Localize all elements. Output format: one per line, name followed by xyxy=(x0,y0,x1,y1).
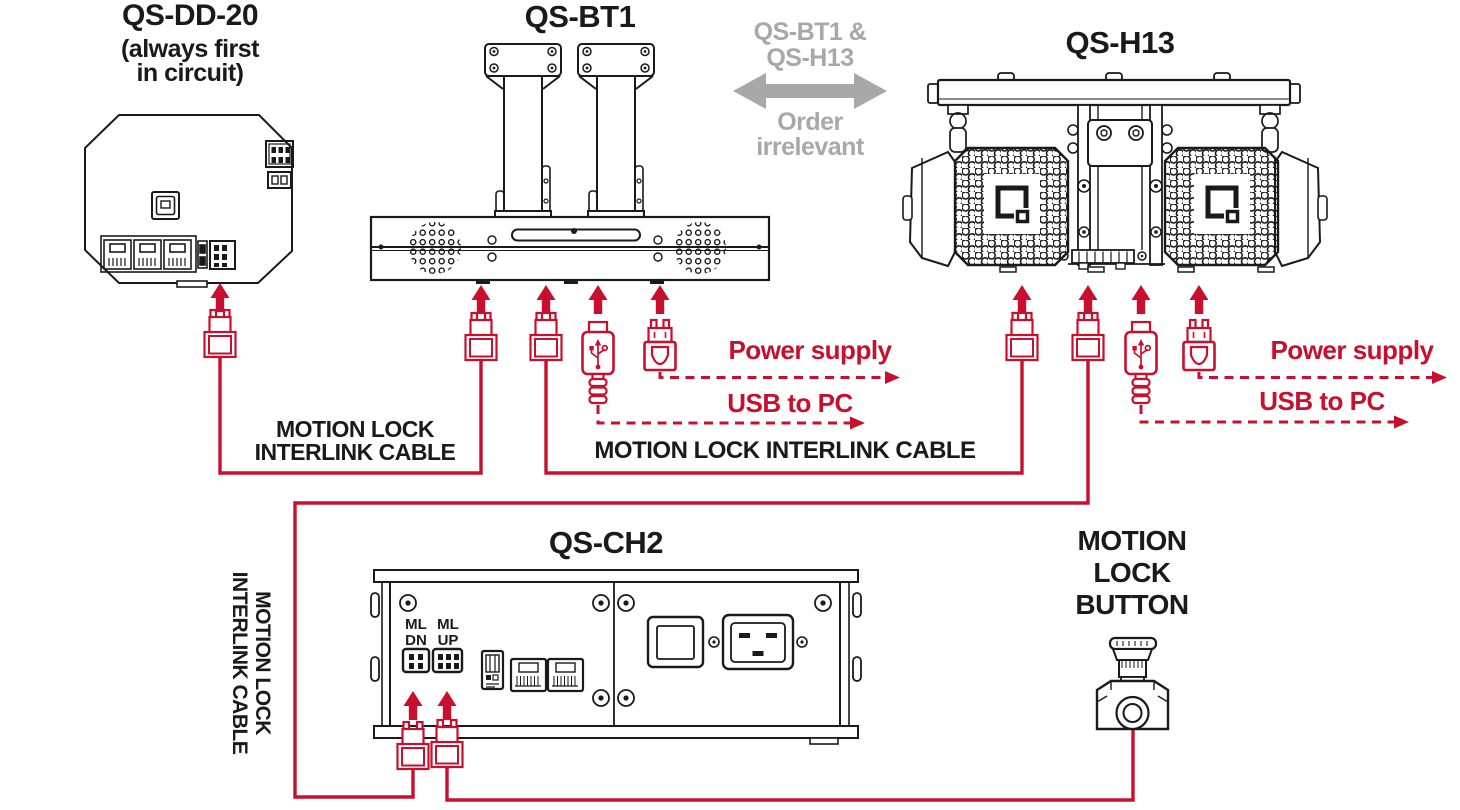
estop-button-illustration xyxy=(1095,636,1170,731)
qs-h13-illustration xyxy=(902,72,1328,273)
qs-bt1-title: QS-BT1 xyxy=(524,0,636,34)
h13-feet xyxy=(999,266,1275,273)
power-plug-icon xyxy=(1182,318,1216,372)
usb-to-pc-label-right: USB to PC xyxy=(1259,386,1385,416)
bt1-pillar-right xyxy=(577,43,655,218)
qs-ch2-illustration xyxy=(370,569,862,745)
qs-dd-20-subtitle-line1: (always first xyxy=(120,35,260,63)
brand-logo xyxy=(1205,185,1239,219)
dashed-arrows xyxy=(596,372,1433,425)
ch2-screws xyxy=(399,594,832,707)
ch2-face xyxy=(389,581,841,727)
pin-connector-bottom xyxy=(209,240,236,270)
rj45-jacks xyxy=(509,657,585,693)
bt1-vent-left xyxy=(409,222,461,274)
rj-plug-icon xyxy=(203,308,237,359)
iec-inlet xyxy=(708,613,808,671)
dd20-body xyxy=(84,114,293,284)
motion-lock-button-title-line3: BUTTON xyxy=(1075,589,1189,620)
usb-to-pc-label-left: USB to PC xyxy=(727,388,853,418)
pin-connector-topright xyxy=(265,140,294,168)
h13-wing-right xyxy=(1274,150,1328,268)
bt1-vent-right xyxy=(674,222,726,274)
order-note-line4: irrelevant xyxy=(756,133,864,161)
usb-b-port xyxy=(151,191,180,220)
motion-lock-button-title-line2: LOCK xyxy=(1093,557,1171,588)
power-supply-dashed-left xyxy=(658,372,886,379)
h13-corner-mount-left xyxy=(947,104,969,153)
order-note-line1: QS-BT1 & xyxy=(753,18,867,46)
interlink-cable-label-vertical-line1: MOTION LOCK xyxy=(251,591,274,735)
interlink-cable-h13-ch2 xyxy=(293,350,1090,799)
interlink-cable-dd20-bt1 xyxy=(218,350,483,475)
qs-ch2-title: QS-CH2 xyxy=(548,525,664,560)
h13-grille-left xyxy=(953,146,1070,267)
ml-up-connector xyxy=(431,647,464,674)
up-arrow-icon xyxy=(1189,285,1209,314)
order-note-line2: QS-H13 xyxy=(766,44,854,72)
rj-plug-icon xyxy=(1005,311,1039,362)
h13-grille-right xyxy=(1163,146,1280,267)
ml-up-label-line1: ML xyxy=(437,616,459,633)
up-arrow-icon xyxy=(536,285,556,314)
qs-dd-20-illustration xyxy=(84,114,294,288)
h13-top-bar xyxy=(927,72,1301,107)
rj-plug-icon xyxy=(396,720,430,771)
up-arrow-icon xyxy=(1131,285,1151,314)
ch2-bottom-bar xyxy=(373,725,859,739)
qs-h13-title: QS-H13 xyxy=(1065,25,1175,60)
up-arrow-icon xyxy=(471,285,491,314)
motion-lock-button-title-line1: MOTION xyxy=(1077,525,1188,556)
up-arrow-icon xyxy=(1012,285,1032,314)
up-arrow-icon xyxy=(588,285,608,314)
interlink-cable-ch2-button xyxy=(445,726,1135,802)
power-supply-label-right: Power supply xyxy=(1270,335,1434,365)
rj-plug-icon xyxy=(430,718,464,769)
qs-bt1-illustration xyxy=(369,43,771,284)
cables xyxy=(218,350,1135,802)
brand-logo xyxy=(995,185,1029,219)
ml-up-label-line2: UP xyxy=(437,632,459,649)
up-arrow-icon xyxy=(1078,285,1098,314)
usb-to-pc-dashed-left xyxy=(596,405,851,425)
interlink-cable-label-center: MOTION LOCK INTERLINK CABLE xyxy=(594,437,976,464)
power-switch xyxy=(646,615,705,669)
pin-connector-right xyxy=(267,171,292,189)
interlink-cable-bt1-h13 xyxy=(544,350,1024,475)
h13-wing-left xyxy=(902,150,956,268)
qs-dd-20-title: QS-DD-20 xyxy=(121,0,259,32)
h13-bottom-connector-strip xyxy=(1059,249,1165,270)
ch2-top-bar xyxy=(373,569,859,583)
ml-dn-label-line2: DN xyxy=(405,632,427,649)
dashed-arrowheads xyxy=(850,371,1447,430)
interlink-cable-label-left-line1: MOTION LOCK xyxy=(275,416,435,442)
power-plug-icon xyxy=(643,318,677,372)
order-swap-arrow-icon xyxy=(733,73,887,109)
power-supply-label-left: Power supply xyxy=(728,335,892,365)
dip-switch xyxy=(480,649,505,691)
bt1-pillar-left xyxy=(484,43,562,218)
qs-dd-20-subtitle-line2: in circuit) xyxy=(136,59,244,87)
rj-plug-icon xyxy=(464,311,498,362)
ml-dn-connector xyxy=(401,647,431,674)
usb-to-pc-dashed-right xyxy=(1139,405,1395,424)
h13-corner-mount-right xyxy=(1259,104,1281,153)
power-supply-dashed-right xyxy=(1197,372,1433,379)
order-note-line3: Order xyxy=(777,108,843,136)
up-arrow-icon xyxy=(210,283,230,312)
dd20-bottom-notch xyxy=(176,280,208,288)
rj-plug-icon xyxy=(1071,311,1105,362)
ml-dn-label-line1: ML xyxy=(405,616,427,633)
h13-center-bracket xyxy=(1067,104,1173,266)
interlink-cable-label-left-line2: INTERLINK CABLE xyxy=(254,439,456,465)
usb-plug-icon xyxy=(1124,320,1158,405)
usb-plug-icon xyxy=(581,320,615,405)
rj45-ports xyxy=(100,235,197,273)
interlink-cable-label-vertical-line2: INTERLINK CABLE xyxy=(227,571,251,755)
rj-plug-icon xyxy=(529,311,563,362)
interlink-cable-label-vertical: MOTION LOCK INTERLINK CABLE xyxy=(224,533,274,793)
up-arrow-icon xyxy=(650,285,670,314)
aux-connector xyxy=(197,240,208,269)
